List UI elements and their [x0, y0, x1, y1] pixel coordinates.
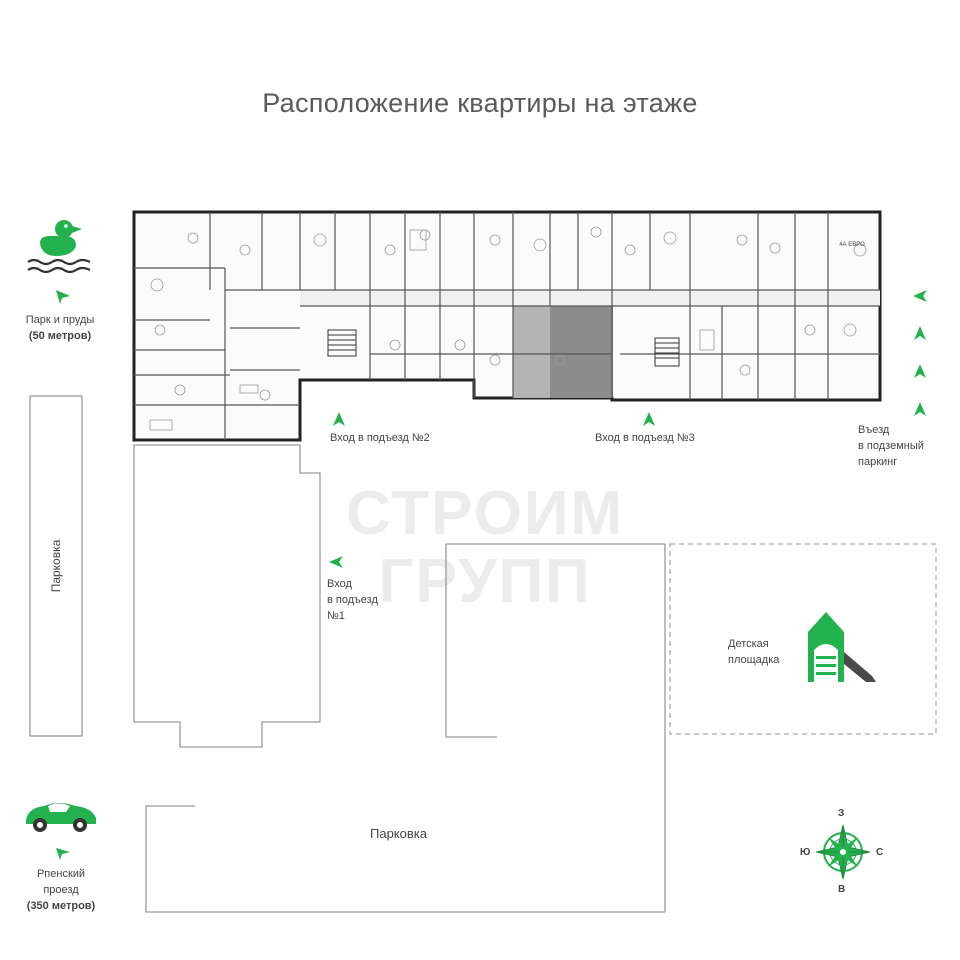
garage-arrow-1: [913, 290, 927, 302]
park-label: Парк и пруды (50 метров): [25, 314, 95, 342]
watermark: СТРОИМ ГРУПП: [345, 479, 625, 616]
playground-icon: [808, 612, 876, 682]
compass-south: В: [838, 884, 846, 895]
garage-arrow-4: [914, 402, 926, 416]
parking-bottom-outline: [145, 543, 666, 913]
road-arrow: [56, 848, 70, 860]
entrance-1-arrow: [329, 556, 343, 568]
garage-entry-label: Въезд в подземный паркинг: [858, 424, 924, 468]
entrance-1-label: Вход в подъезд №1: [327, 578, 378, 622]
car-icon: [26, 803, 96, 832]
playground-outline: [669, 543, 937, 735]
entrance-2-arrow: [333, 412, 345, 426]
compass-north: З: [838, 808, 845, 819]
park-arrow: [56, 290, 70, 304]
compass-icon: [815, 824, 871, 880]
entrance-3-label: Вход в подъезд №3: [595, 432, 695, 444]
page-title: Расположение квартиры на этаже: [262, 88, 698, 118]
compass-west: Ю: [800, 847, 811, 858]
duck-icon: [27, 220, 91, 274]
arrows: [56, 290, 927, 860]
site-outlines: [29, 395, 666, 913]
road-label: Рпенский проезд (350 метров): [26, 868, 96, 912]
garage-arrow-3: [914, 364, 926, 378]
playground-label: Детская площадка: [728, 638, 780, 666]
entrance-2-label: Вход в подъезд №2: [330, 432, 430, 444]
inner-courtyard-outline: [445, 544, 497, 738]
parking-left-outline: [29, 395, 83, 737]
compass-east: С: [876, 847, 884, 858]
building: [132, 210, 882, 442]
parking-bottom-label: Парковка: [370, 826, 427, 841]
garage-arrow-2: [914, 326, 926, 340]
apartment-badge: 4А ЕВРО: [839, 242, 865, 248]
entrance-3-arrow: [643, 412, 655, 426]
lower-block-outline: [133, 444, 321, 748]
